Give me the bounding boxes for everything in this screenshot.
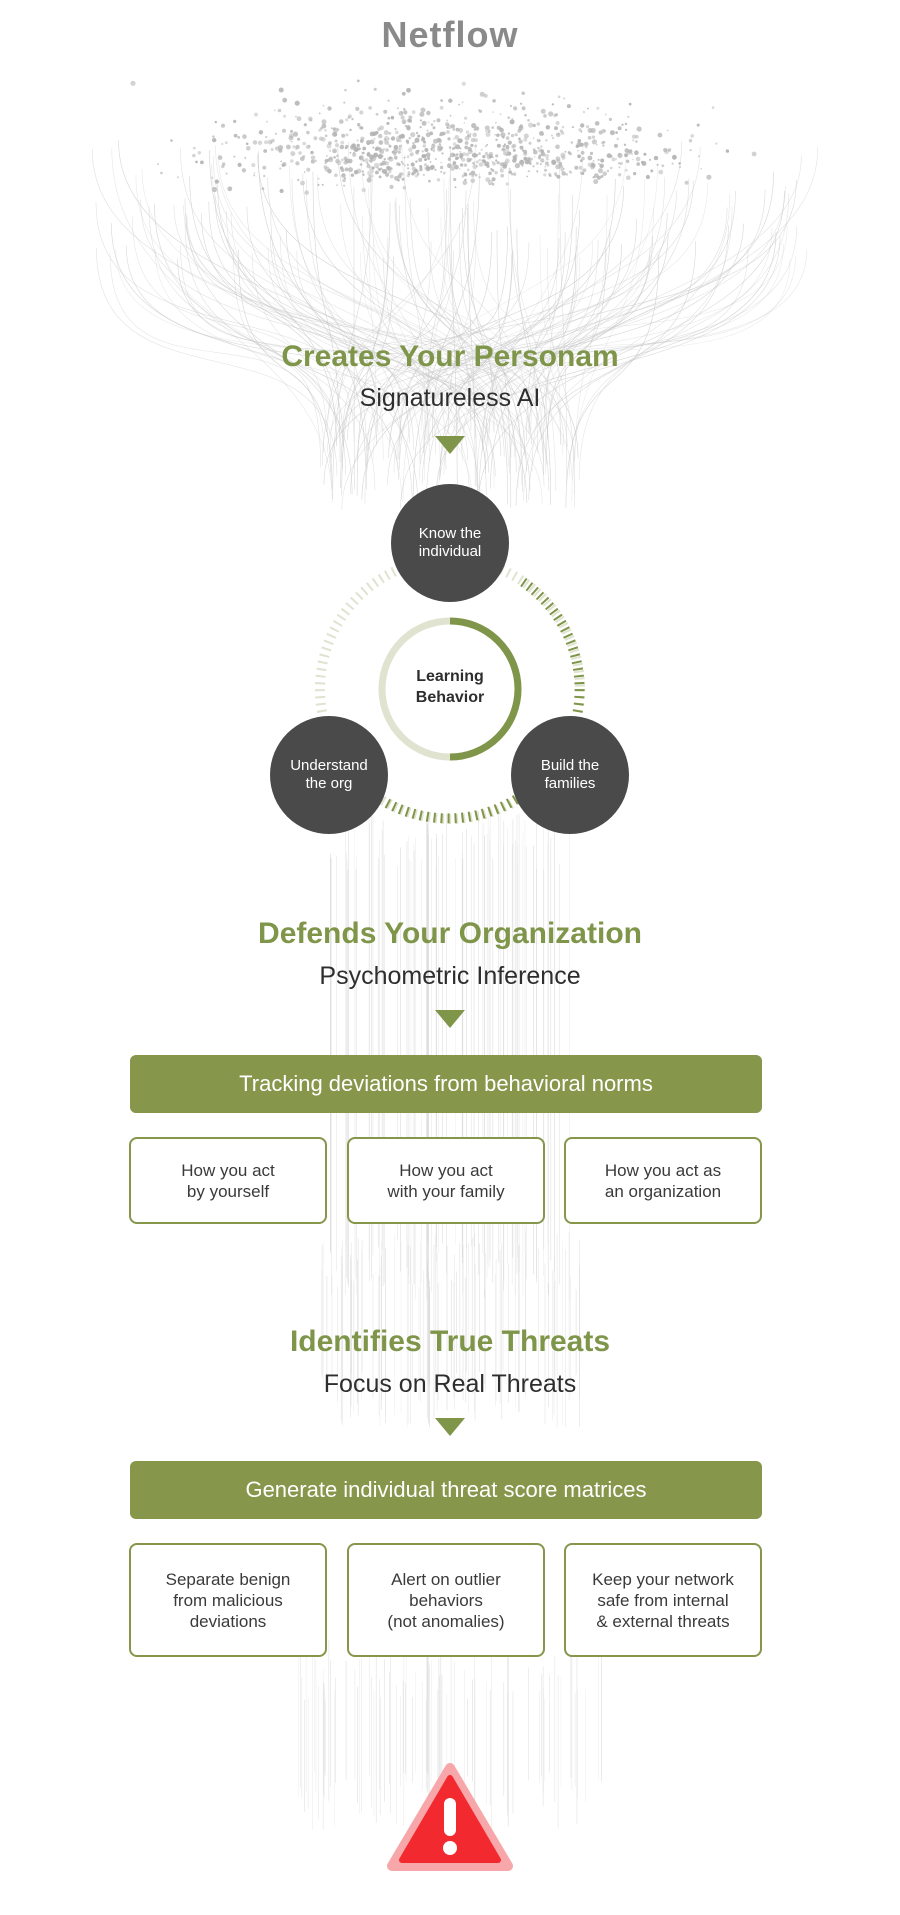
center-ring-progress <box>449 617 522 761</box>
cycle-diagram <box>315 554 585 824</box>
card-act-family: How you act with your family <box>347 1137 545 1224</box>
card-keep-network-safe: Keep your network safe from internal & e… <box>564 1543 762 1657</box>
tracking-bar: Tracking deviations from behavioral norm… <box>130 1055 762 1113</box>
section-subheading-psychometric: Psychometric Inference <box>319 962 581 990</box>
section-heading-defends: Defends Your Organization <box>258 917 642 950</box>
section-subheading-focus: Focus on Real Threats <box>323 1370 577 1398</box>
cycle-outer-dashes <box>315 554 585 824</box>
card-alert-outlier: Alert on outlier behaviors (not anomalie… <box>347 1543 545 1657</box>
threat-score-bar: Generate individual threat score matrice… <box>130 1461 762 1519</box>
page-title: Netflow <box>381 14 519 55</box>
section-heading-threats: Identifies True Threats <box>289 1325 611 1358</box>
warning-triangle-icon <box>387 1763 513 1871</box>
cycle-node-individual: Know the individual <box>391 484 509 602</box>
down-arrow-icon <box>435 1010 465 1028</box>
cycle-node-org: Understand the org <box>270 716 388 834</box>
card-act-organization: How you act as an organization <box>564 1137 762 1224</box>
cycle-center-label: Learning Behavior <box>415 668 485 706</box>
cycle-node-families: Build the families <box>511 716 629 834</box>
down-arrow-icon <box>435 436 465 454</box>
card-separate-benign: Separate benign from malicious deviation… <box>129 1543 327 1657</box>
cycle-dash-segment-right <box>520 577 585 729</box>
section-subheading-signatureless: Signatureless AI <box>359 384 541 412</box>
section-heading-personam: Creates Your Personam <box>281 340 619 373</box>
down-arrow-icon <box>435 1418 465 1436</box>
card-act-yourself: How you act by yourself <box>129 1137 327 1224</box>
